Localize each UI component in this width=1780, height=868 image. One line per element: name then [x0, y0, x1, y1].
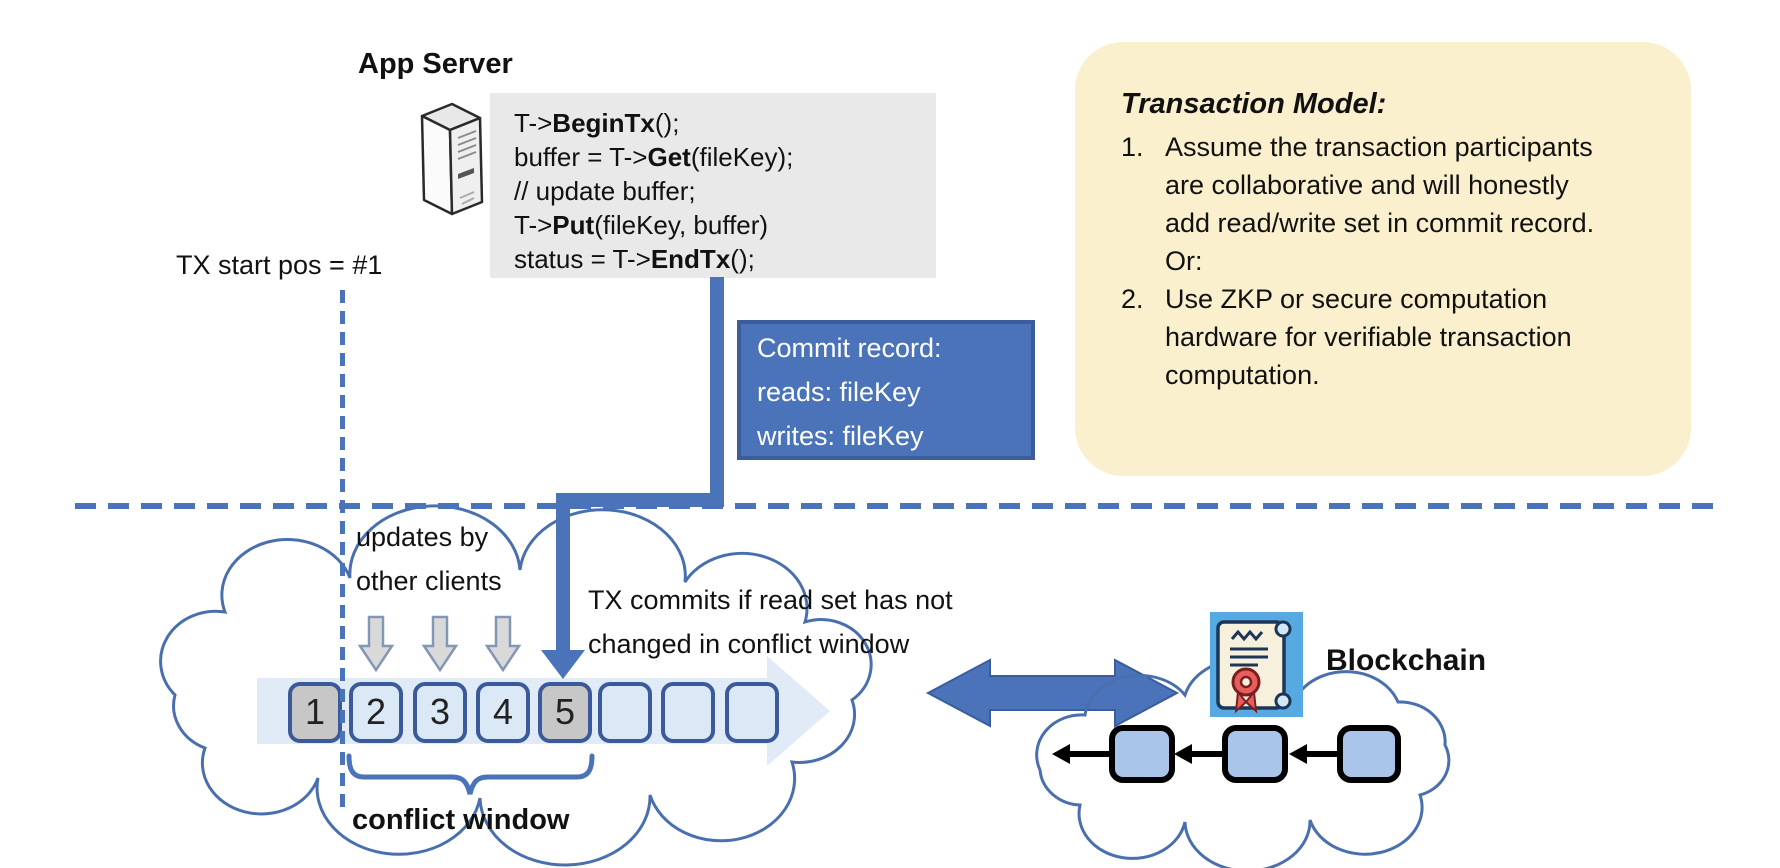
tx-start-dashed-line [340, 290, 345, 808]
item-number: 1. [1121, 132, 1144, 162]
transaction-model-title: Transaction Model: [1121, 88, 1387, 120]
code-text: (); [730, 244, 755, 274]
code-text: (fileKey); [690, 142, 794, 172]
tx-commit-note-line2: changed in conflict window [588, 629, 910, 659]
transaction-model-note: Transaction Model: 1. Assume the transac… [1075, 42, 1691, 476]
commit-record-box: Commit record: reads: fileKey writes: fi… [737, 320, 1035, 460]
chain-block [1222, 725, 1288, 783]
certificate-icon [1210, 612, 1303, 717]
transaction-code-block: T->BeginTx(); buffer = T->Get(fileKey); … [490, 93, 936, 278]
timeline-block-4: 4 [476, 682, 530, 743]
transaction-model-item: 2. Use ZKP or secure computation hardwar… [1121, 280, 1651, 394]
timeline-block-1: 1 [288, 682, 342, 743]
blockchain-label: Blockchain [1326, 644, 1487, 677]
code-text: // update buffer; [514, 176, 696, 206]
timeline-block-empty [598, 682, 652, 743]
code-keyword: EndTx [650, 244, 731, 274]
code-keyword: Get [647, 142, 691, 172]
transaction-model-item: 1. Assume the transaction participants a… [1121, 128, 1651, 280]
commit-arrow-segment [710, 277, 724, 503]
code-text: status = T-> [514, 244, 651, 274]
code-text: T-> [514, 210, 553, 240]
code-line: T->Put(fileKey, buffer) [514, 208, 936, 242]
item-text: Use ZKP or secure computation hardware f… [1165, 284, 1580, 390]
conflict-cloud [159, 504, 873, 867]
timeline-block-3: 3 [413, 682, 467, 743]
updates-by-label: updates by [356, 522, 489, 552]
commit-record-reads: reads: fileKey [757, 377, 921, 407]
timeline-block-5: 5 [538, 682, 592, 743]
chain-block [1109, 725, 1175, 783]
timeline-block-empty [725, 682, 779, 743]
commit-arrow-icon [541, 650, 585, 679]
commit-arrow-segment [556, 493, 570, 653]
chain-blocks [1109, 725, 1401, 783]
commit-arrow-segment [556, 493, 724, 507]
commit-record-writes: writes: fileKey [757, 421, 924, 451]
code-line: T->BeginTx(); [514, 106, 936, 140]
code-line: buffer = T->Get(fileKey); [514, 140, 936, 174]
conflict-brace [346, 753, 595, 795]
code-text: (fileKey, buffer) [594, 210, 769, 240]
gray-down-arrow-icon [357, 615, 522, 673]
timeline-block-2: 2 [349, 682, 403, 743]
tx-commit-note-line1: TX commits if read set has not [588, 585, 953, 615]
other-clients-label: other clients [356, 566, 502, 596]
tx-start-label: TX start pos = #1 [176, 250, 383, 280]
code-text: buffer = T-> [514, 142, 648, 172]
code-line: status = T->EndTx(); [514, 242, 936, 276]
chain-block [1337, 725, 1401, 783]
commit-record-title: Commit record: [757, 333, 942, 363]
code-text: T-> [514, 108, 553, 138]
app-server-title: App Server [358, 48, 513, 80]
code-keyword: Put [552, 210, 595, 240]
blockchain-cloud [1035, 657, 1451, 868]
code-keyword: BeginTx [552, 108, 655, 138]
server-icon [420, 102, 484, 216]
separator-dashed-line [75, 503, 1717, 509]
double-arrow-icon [925, 658, 1180, 728]
item-text: Assume the transaction participants are … [1165, 132, 1610, 276]
code-line: // update buffer; [514, 174, 936, 208]
code-text: (); [654, 108, 680, 138]
conflict-window-label: conflict window [352, 804, 570, 836]
timeline-block-empty [661, 682, 715, 743]
item-number: 2. [1121, 284, 1144, 314]
chain-link-arrows [1052, 744, 1340, 764]
